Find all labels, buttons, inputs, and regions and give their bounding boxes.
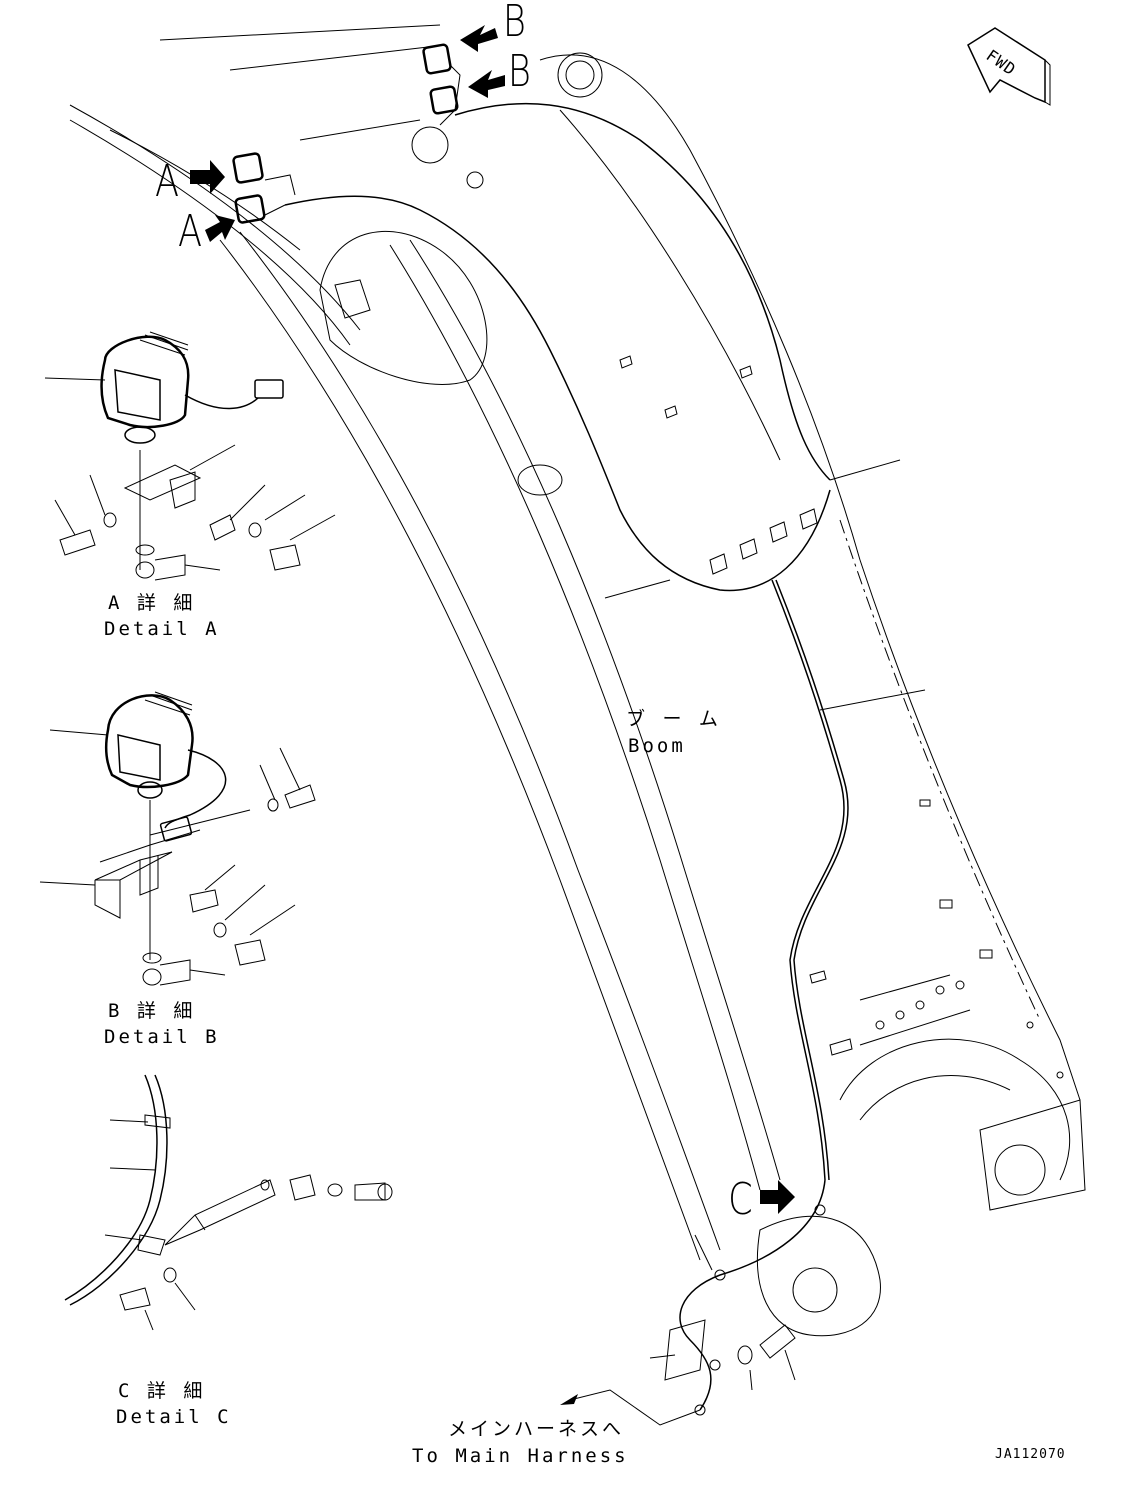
detail-c-drawing bbox=[64, 1074, 393, 1331]
detail-b-label-jp: B 詳 細 bbox=[108, 1000, 196, 1022]
detail-c-label-en: Detail C bbox=[116, 1406, 232, 1428]
callout-b-upper: B bbox=[502, 0, 526, 47]
callout-a-upper: A bbox=[155, 156, 180, 207]
callout-b-lower: B bbox=[507, 46, 531, 97]
callout-a-lower: A bbox=[178, 206, 203, 257]
detail-b-drawing bbox=[39, 691, 316, 986]
detail-a-drawing bbox=[44, 331, 336, 581]
detail-b-label-en: Detail B bbox=[104, 1026, 220, 1048]
fwd-direction-icon bbox=[967, 27, 1051, 106]
lamp-connectors-top bbox=[232, 43, 461, 224]
boom-label-en: Boom bbox=[628, 735, 686, 757]
wiring-harness bbox=[284, 102, 926, 1426]
detail-a-label-en: Detail A bbox=[104, 618, 220, 640]
callout-arrows bbox=[190, 25, 795, 1214]
callout-c: C bbox=[728, 1174, 753, 1225]
boom-structure bbox=[69, 24, 1086, 1337]
detail-c-label-jp: C 詳 細 bbox=[118, 1380, 206, 1402]
boom-label-jp: ブ ー ム bbox=[626, 708, 721, 730]
main-harness-label-jp: メインハーネスへ bbox=[448, 1418, 625, 1440]
main-harness-label-en: To Main Harness bbox=[412, 1445, 629, 1467]
drawing-number: JA112070 bbox=[995, 1447, 1066, 1462]
detail-a-label-jp: A 詳 細 bbox=[108, 592, 196, 614]
